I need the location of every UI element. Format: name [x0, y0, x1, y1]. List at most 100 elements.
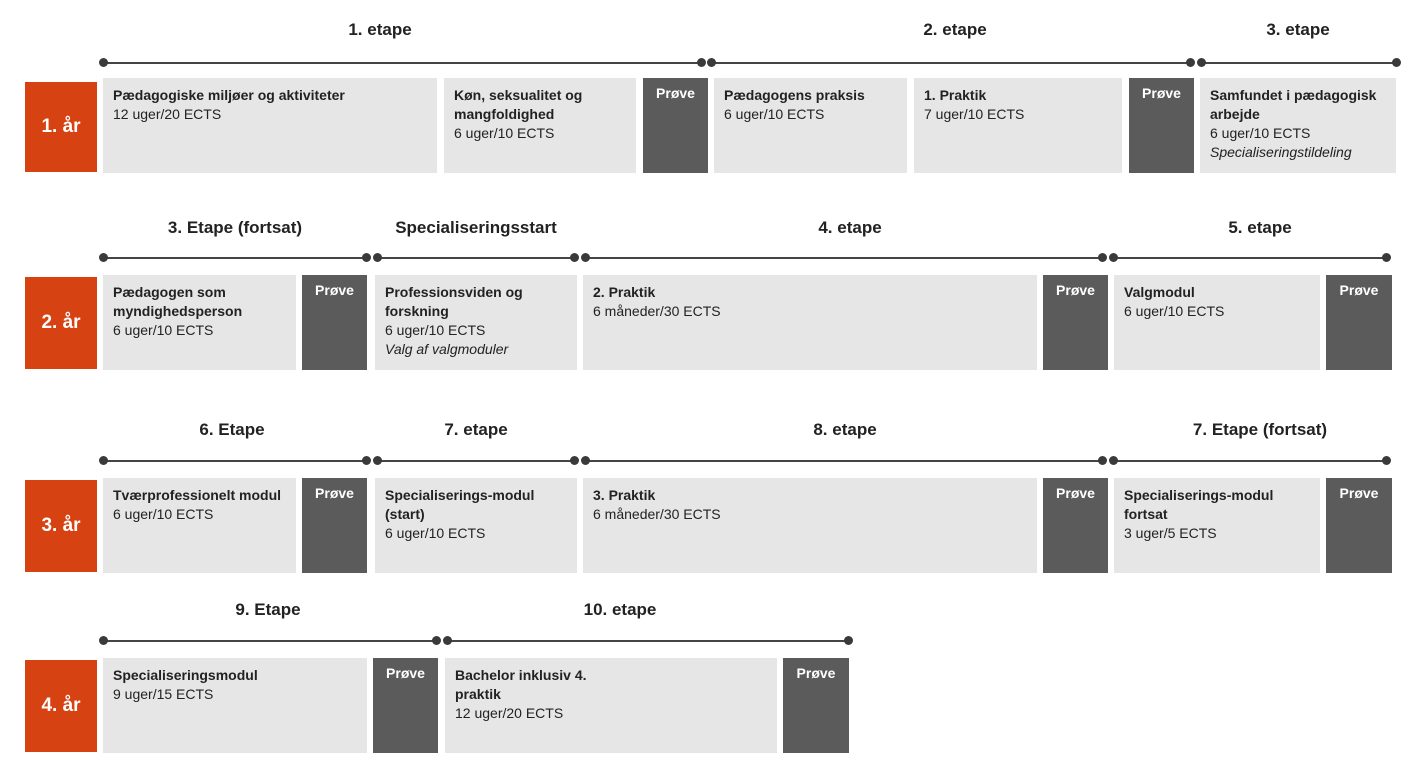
module-box: Samfundet i pædagogisk arbejde 6 uger/10… — [1200, 78, 1396, 173]
year-label: 1. år — [25, 82, 97, 172]
module-workload: 6 uger/10 ECTS — [454, 125, 555, 141]
timeline-node — [697, 58, 706, 67]
timeline-node — [362, 456, 371, 465]
stage-title: 4. etape — [818, 218, 882, 237]
timeline-node — [1098, 253, 1107, 262]
timeline-segment — [104, 640, 436, 642]
timeline-node — [99, 636, 108, 645]
module-title: Valgmodul — [1124, 284, 1195, 300]
stage-title: 8. etape — [813, 420, 877, 439]
timeline-segment — [586, 460, 1102, 462]
module-box: 1. Praktik 7 uger/10 ECTS — [914, 78, 1122, 173]
module-box: Pædagogiske miljøer og aktiviteter 12 ug… — [103, 78, 437, 173]
timeline-node — [1098, 456, 1107, 465]
module-workload: 6 uger/10 ECTS — [113, 506, 214, 522]
module-workload: 12 uger/20 ECTS — [455, 705, 564, 721]
stage-title: 10. etape — [583, 600, 657, 619]
stage-title: 3. Etape (fortsat) — [167, 218, 303, 237]
timeline-node — [1382, 253, 1391, 262]
timeline-node — [707, 58, 716, 67]
module-title: Specialiseringsmodul — [113, 667, 258, 683]
timeline-node — [1392, 58, 1401, 67]
module-title: Specialiserings-modul fortsat — [1124, 487, 1274, 522]
stage-title: Specialiseringsstart — [395, 218, 557, 237]
module-workload: 6 uger/10 ECTS — [1124, 303, 1225, 319]
module-title: Pædagogen som myndighedsperson — [113, 284, 243, 319]
timeline-node — [581, 456, 590, 465]
timeline-node — [99, 456, 108, 465]
module-title: Pædagogens praksis — [724, 87, 865, 103]
timeline-segment — [586, 257, 1102, 259]
timeline-node — [1186, 58, 1195, 67]
timeline-node — [1197, 58, 1206, 67]
exam-block: Prøve — [1129, 78, 1194, 173]
module-note: Valg af valgmoduler — [385, 341, 509, 357]
module-title: Pædagogiske miljøer og aktiviteter — [113, 87, 345, 103]
stage-title: 9. Etape — [235, 600, 301, 619]
module-title: 1. Praktik — [924, 87, 987, 103]
exam-block: Prøve — [373, 658, 438, 753]
timeline-node — [99, 253, 108, 262]
stage-title: 1. etape — [348, 20, 412, 39]
timeline-segment — [104, 62, 702, 64]
stage-title: 3. etape — [1266, 20, 1330, 39]
module-title: 3. Praktik — [593, 487, 656, 503]
timeline-node — [1109, 456, 1118, 465]
module-workload: 12 uger/20 ECTS — [113, 106, 222, 122]
module-title: Professionsviden og forskning — [385, 284, 523, 319]
timeline-node — [373, 456, 382, 465]
timeline-node — [844, 636, 853, 645]
module-box: Pædagogen som myndighedsperson 6 uger/10… — [103, 275, 296, 370]
module-workload: 6 måneder/30 ECTS — [593, 506, 721, 522]
stage-title: 7. Etape (fortsat) — [1192, 420, 1328, 439]
timeline-node — [581, 253, 590, 262]
module-box: Specialiserings-modul (start) 6 uger/10 … — [375, 478, 577, 573]
exam-block: Prøve — [302, 275, 367, 370]
module-workload: 7 uger/10 ECTS — [924, 106, 1025, 122]
module-workload: 6 uger/10 ECTS — [385, 322, 486, 338]
timeline-node — [1109, 253, 1118, 262]
timeline-segment — [1202, 62, 1396, 64]
timeline-segment — [1114, 460, 1386, 462]
module-workload: 9 uger/15 ECTS — [113, 686, 214, 702]
module-workload: 6 uger/10 ECTS — [1210, 125, 1311, 141]
timeline-node — [99, 58, 108, 67]
year-label: 3. år — [25, 480, 97, 572]
module-workload: 6 uger/10 ECTS — [724, 106, 825, 122]
timeline-node — [443, 636, 452, 645]
module-title: Køn, seksualitet og mangfoldighed — [454, 87, 583, 122]
stage-title: 7. etape — [444, 420, 508, 439]
timeline-node — [373, 253, 382, 262]
timeline-segment — [104, 460, 366, 462]
module-box: Specialiseringsmodul 9 uger/15 ECTS — [103, 658, 367, 753]
module-title: 2. Praktik — [593, 284, 656, 300]
timeline-segment — [1114, 257, 1386, 259]
year-label: 2. år — [25, 277, 97, 369]
module-title: Tværprofessionelt modul — [113, 487, 282, 503]
timeline-segment — [448, 640, 848, 642]
timeline-segment — [378, 460, 574, 462]
exam-block: Prøve — [643, 78, 708, 173]
module-title: Specialiserings-modul (start) — [385, 487, 535, 522]
exam-block: Prøve — [1043, 275, 1108, 370]
timeline-node — [570, 456, 579, 465]
timeline-node — [362, 253, 371, 262]
module-note: Specialiseringstildeling — [1210, 144, 1352, 160]
module-box: Tværprofessionelt modul 6 uger/10 ECTS — [103, 478, 296, 573]
module-workload: 6 uger/10 ECTS — [385, 525, 486, 541]
stage-title: 6. Etape — [199, 420, 265, 439]
exam-block: Prøve — [302, 478, 367, 573]
stage-title: 2. etape — [923, 20, 987, 39]
module-box: Bachelor inklusiv 4. praktik 12 uger/20 … — [445, 658, 777, 753]
module-box: 2. Praktik 6 måneder/30 ECTS — [583, 275, 1037, 370]
module-workload: 6 uger/10 ECTS — [113, 322, 214, 338]
module-workload: 3 uger/5 ECTS — [1124, 525, 1217, 541]
module-box: Pædagogens praksis 6 uger/10 ECTS — [714, 78, 907, 173]
module-box: Køn, seksualitet og mangfoldighed 6 uger… — [444, 78, 636, 173]
exam-block: Prøve — [1326, 478, 1392, 573]
module-workload: 6 måneder/30 ECTS — [593, 303, 721, 319]
module-box: Professionsviden og forskning 6 uger/10 … — [375, 275, 577, 370]
module-title: Bachelor inklusiv 4. praktik — [455, 667, 587, 702]
timeline-node — [1382, 456, 1391, 465]
timeline-node — [570, 253, 579, 262]
